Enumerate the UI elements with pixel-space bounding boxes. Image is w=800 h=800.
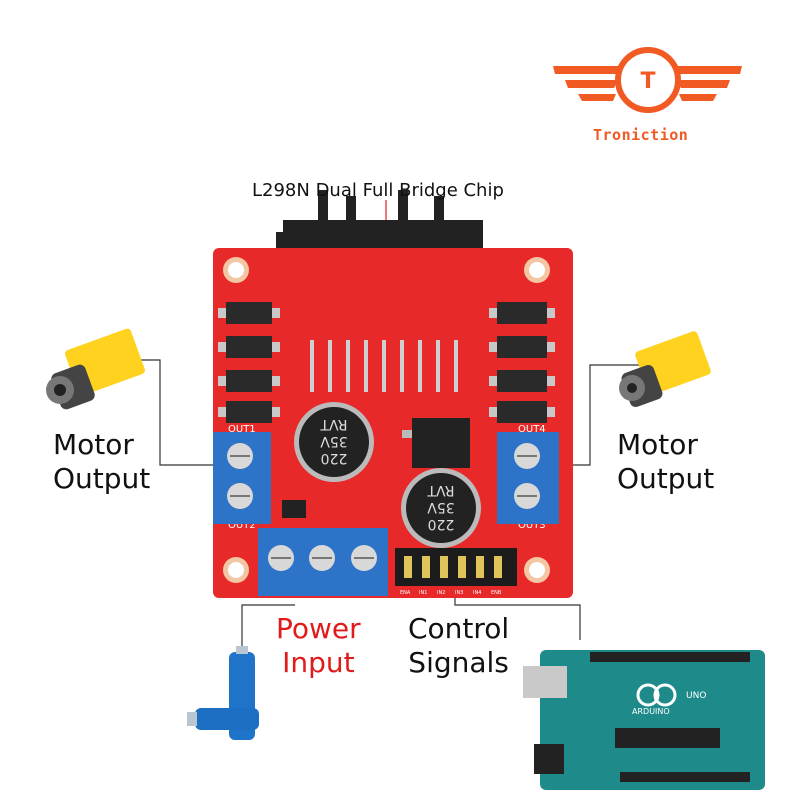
l298n-board: 220 35V RVT 220 35V RVT OUT1 OUT2 OUT4 O… (213, 248, 573, 598)
control-signals-label: Control Signals (408, 612, 510, 679)
motor-output-right-label: Motor Output (617, 428, 715, 495)
motor-icon (46, 328, 145, 410)
capacitor-1: 220 35V RVT (294, 402, 374, 482)
svg-text:ENB: ENB (491, 590, 502, 596)
svg-text:220: 220 (428, 516, 455, 532)
svg-text:35V: 35V (320, 433, 348, 449)
svg-text:IN1: IN1 (419, 590, 427, 596)
silk-out4: OUT4 (518, 424, 546, 435)
terminal-out3-out4 (497, 432, 559, 524)
arduino-name: ARDUINO (632, 707, 670, 716)
svg-text:IN3: IN3 (455, 590, 463, 596)
capacitor-2: 220 35V RVT (401, 468, 481, 548)
svg-text:IN2: IN2 (437, 590, 445, 596)
control-header (395, 548, 517, 586)
arduino-board-icon: UNO ARDUINO (523, 650, 765, 790)
svg-text:RVT: RVT (427, 482, 455, 498)
power-terminal (258, 528, 388, 596)
brand-name: Troniction (593, 126, 689, 144)
svg-text:RVT: RVT (320, 416, 348, 432)
silk-out1: OUT1 (228, 424, 256, 435)
motor-icon (619, 331, 711, 408)
silk-out2: OUT2 (228, 520, 256, 531)
silk-out3: OUT3 (518, 520, 546, 531)
troniction-logo-icon: T (553, 47, 742, 113)
logo-monogram: T (640, 69, 655, 94)
chip-label: L298N Dual Full Bridge Chip (252, 180, 504, 201)
terminal-out1-out2 (213, 432, 271, 524)
battery-icon (187, 646, 259, 740)
svg-text:IN4: IN4 (473, 590, 481, 596)
power-input-label: Power Input (276, 612, 361, 679)
svg-text:220: 220 (321, 450, 348, 466)
motor-output-left-label: Motor Output (53, 428, 151, 495)
arduino-model: UNO (686, 691, 706, 701)
svg-text:35V: 35V (427, 499, 455, 515)
svg-text:ENA: ENA (400, 590, 411, 596)
